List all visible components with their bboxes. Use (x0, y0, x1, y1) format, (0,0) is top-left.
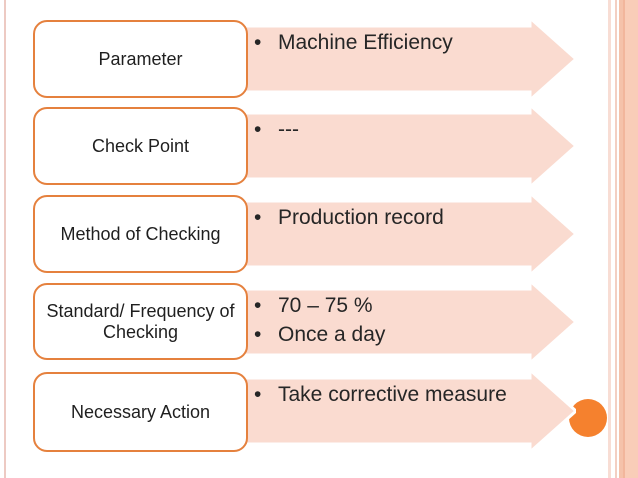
bullet-line: • 70 – 75 % (254, 291, 584, 320)
accent-circle (569, 399, 607, 437)
right-stripe-border (606, 0, 638, 478)
bullet-text: --- (278, 118, 299, 141)
label-box-check-point: Check Point (33, 107, 248, 185)
row-check-point: • --- Check Point (0, 105, 638, 187)
bullet-line: • Take corrective measure (254, 380, 584, 409)
bullet-text: Once a day (278, 323, 386, 346)
label-box-method-of-checking: Method of Checking (33, 195, 248, 273)
bullet-line: • Once a day (254, 320, 584, 349)
label-box-necessary-action: Necessary Action (33, 372, 248, 452)
arrow-content: • Machine Efficiency (254, 28, 584, 57)
bullet-dot: • (254, 206, 262, 229)
label-text: Parameter (98, 48, 183, 69)
arrow-shape (208, 18, 576, 100)
row-standard-frequency: • 70 – 75 % • Once a day Standard/ Frequen… (0, 281, 638, 363)
arrow-shape (208, 105, 576, 187)
label-box-parameter: Parameter (33, 20, 248, 98)
label-box-standard-frequency: Standard/ Frequency of Checking (33, 283, 248, 360)
label-text: Standard/ Frequency of Checking (46, 300, 235, 342)
label-text: Check Point (91, 135, 190, 156)
bullet-dot: • (254, 323, 262, 346)
bullet-line: • --- (254, 115, 584, 144)
left-accent-line (4, 0, 6, 478)
arrow-content: • --- (254, 115, 584, 144)
row-parameter: • Machine Efficiency Parameter (0, 18, 638, 100)
arrow-shape (208, 281, 576, 363)
row-method-of-checking: • Production record Method of Checking (0, 193, 638, 275)
arrow-shape (208, 370, 576, 452)
bullet-dot: • (254, 294, 262, 317)
arrow-content: • Production record (254, 203, 584, 232)
bullet-text: Production record (278, 206, 444, 229)
bullet-dot: • (254, 118, 262, 141)
bullet-line: • Machine Efficiency (254, 28, 584, 57)
label-text: Necessary Action (70, 401, 211, 422)
bullet-text: 70 – 75 % (278, 294, 373, 317)
arrow-content: • Take corrective measure (254, 380, 584, 409)
bullet-dot: • (254, 31, 262, 54)
bullet-line: • Production record (254, 203, 584, 232)
arrow-shape (208, 193, 576, 275)
arrow-content: • 70 – 75 % • Once a day (254, 291, 584, 349)
bullet-dot: • (254, 383, 262, 406)
label-text: Method of Checking (60, 223, 221, 244)
bullet-text: Take corrective measure (278, 383, 507, 406)
row-necessary-action: • Take corrective measure Necessary Actio… (0, 370, 638, 452)
bullet-text: Machine Efficiency (278, 31, 453, 54)
